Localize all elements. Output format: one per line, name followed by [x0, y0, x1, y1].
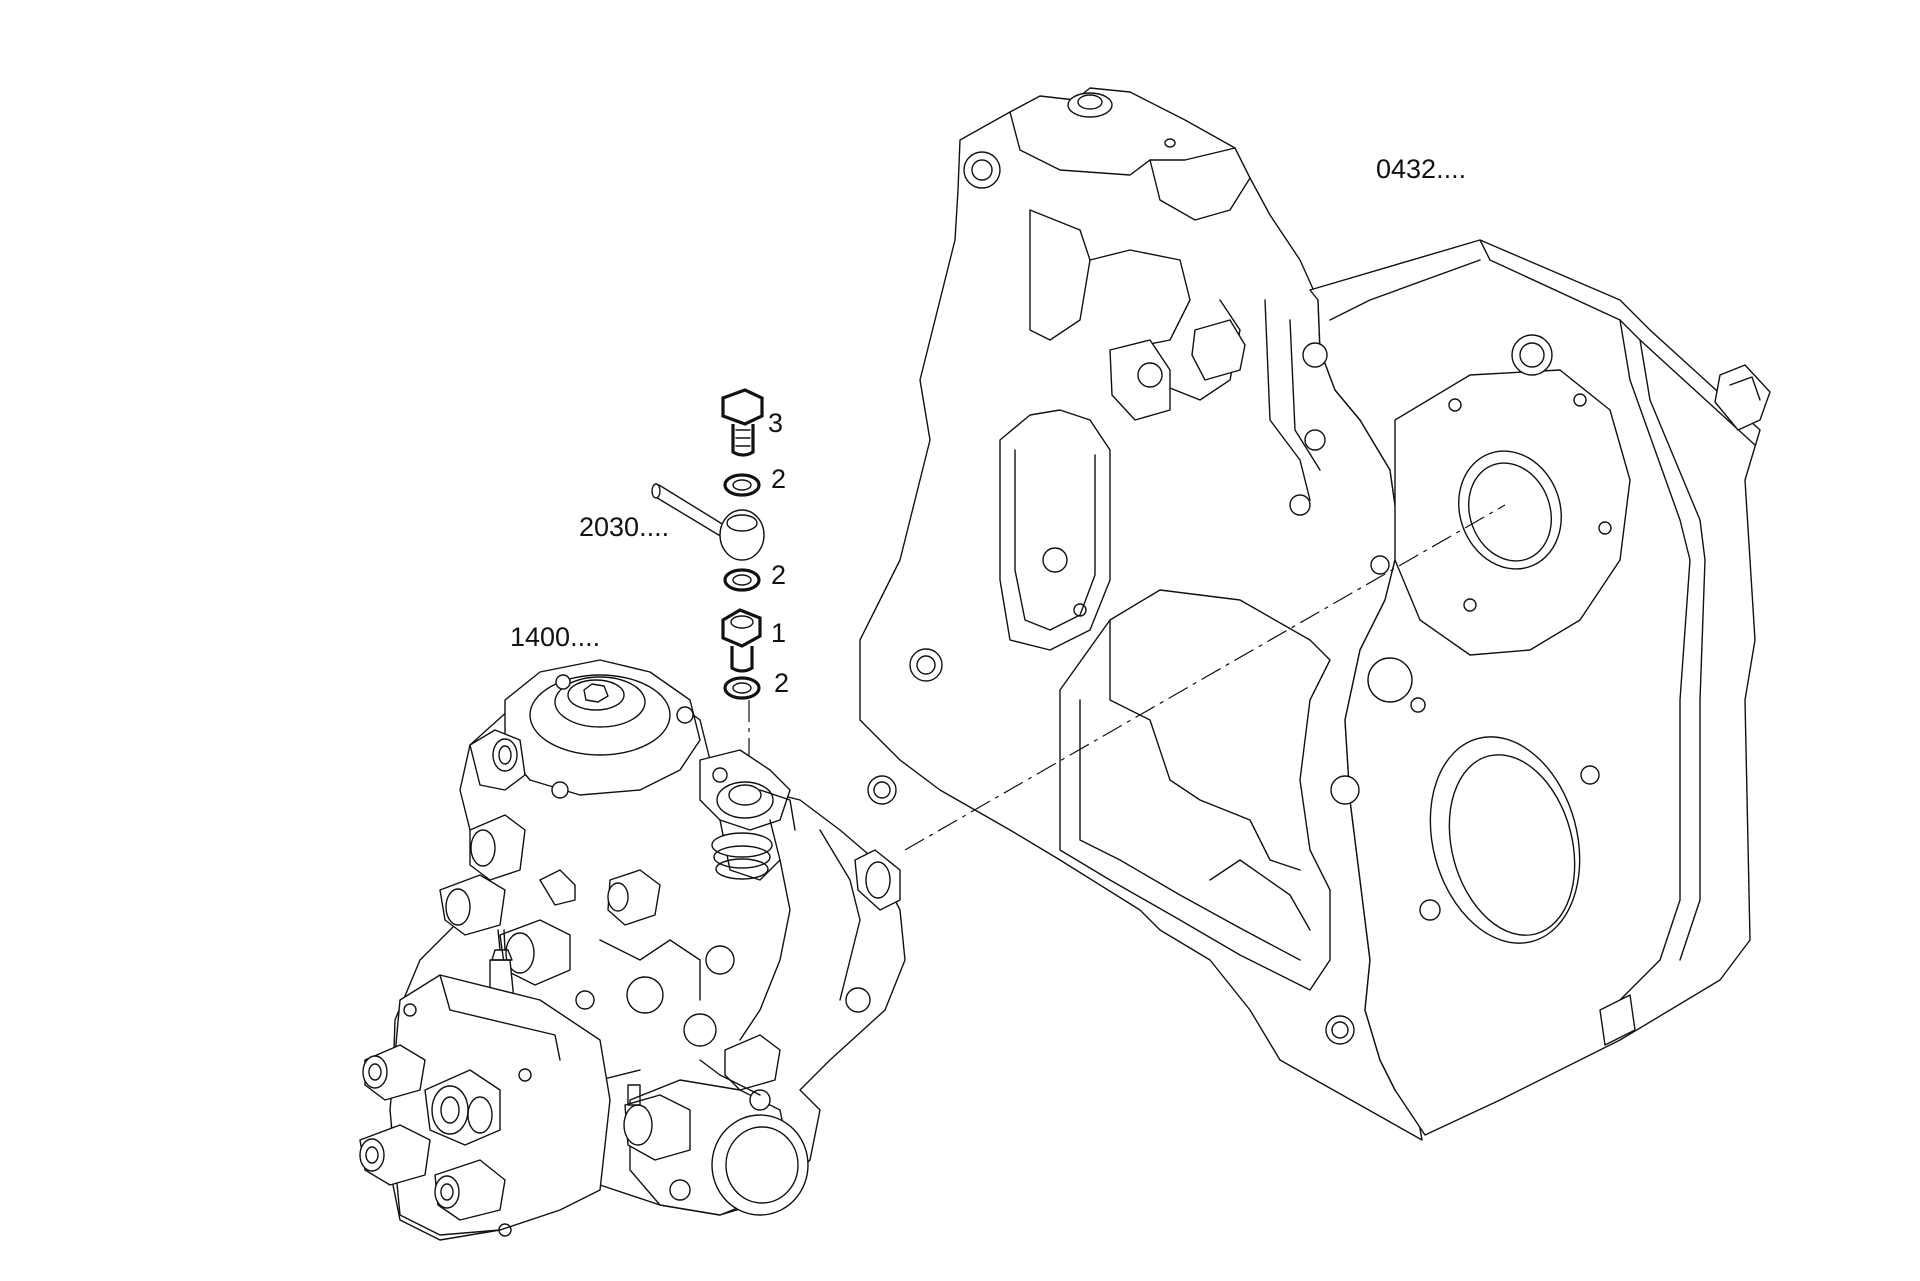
label-part-2-top: 2	[771, 464, 786, 494]
centerline-housing	[904, 504, 1506, 851]
bearing-bore-outer	[1458, 450, 1562, 570]
label-pump: 1400....	[510, 622, 600, 652]
lower-bore-outer	[1429, 736, 1581, 944]
gear-housing	[859, 87, 1771, 1141]
valve-holder-part-1	[721, 608, 762, 673]
banjo-bolt-part-3	[721, 388, 764, 457]
label-part-2-mid: 2	[771, 560, 786, 590]
delivery-outlet-2	[424, 1069, 501, 1146]
banjo-pipe-fitting	[651, 483, 765, 561]
label-gear-housing: 0432....	[1376, 154, 1466, 184]
drive-cover	[711, 1114, 809, 1216]
washer-top-part-2	[723, 473, 761, 497]
label-pipe: 2030....	[579, 512, 669, 542]
label-part-3: 3	[768, 408, 783, 438]
parts-stack	[651, 388, 765, 775]
delivery-outlet-1	[362, 1044, 426, 1101]
delivery-outlet-4	[434, 1159, 506, 1221]
delivery-outlet-3	[359, 1124, 431, 1186]
housing-plate-front	[859, 87, 1423, 1141]
injection-pump	[359, 659, 906, 1241]
washer-mid-part-2	[723, 568, 761, 592]
label-part-1: 1	[771, 618, 786, 648]
label-part-2-bottom: 2	[774, 668, 789, 698]
washer-bottom-part-2	[723, 676, 761, 700]
